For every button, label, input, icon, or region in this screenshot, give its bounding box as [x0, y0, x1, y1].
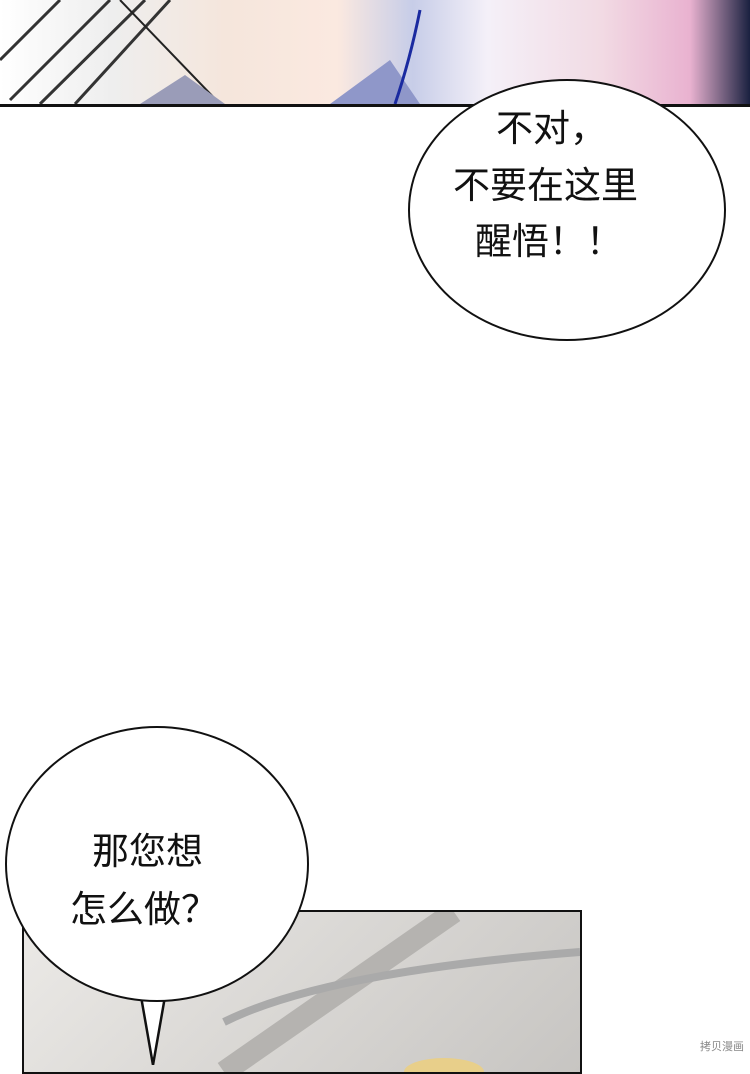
speech-bubble-tail	[137, 985, 169, 1065]
speech-line: 那您想	[92, 830, 203, 873]
speech-line: 不对，	[496, 107, 607, 150]
watermark: 拷贝漫画	[700, 1040, 744, 1053]
speech-line: 不要在这里	[453, 164, 638, 207]
speed-lines-art	[0, 0, 422, 104]
speech-line: 醒悟！！	[475, 220, 623, 263]
speech-bubble-2	[5, 726, 309, 1002]
top-comic-panel	[0, 0, 750, 107]
speech-line: 怎么做？	[70, 888, 218, 931]
speech-bubble-1	[408, 79, 726, 341]
